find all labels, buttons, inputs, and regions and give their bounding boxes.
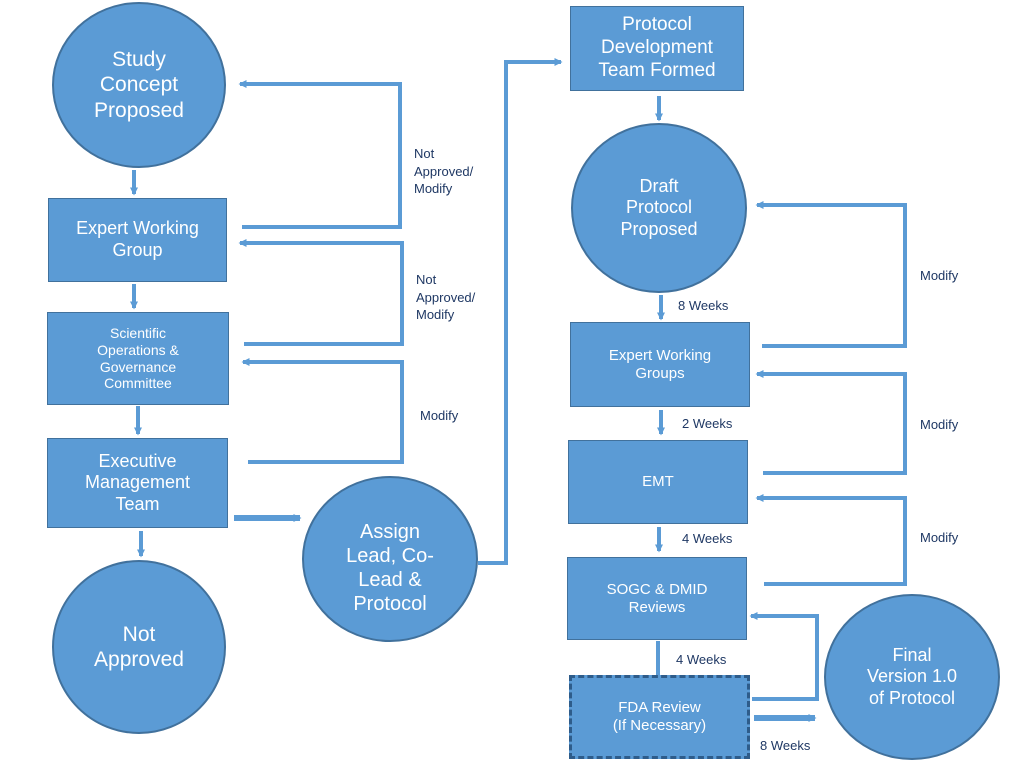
loop-ewgs-to-draft xyxy=(755,201,907,348)
protocol-development-team-node: Protocol Development Team Formed xyxy=(570,6,744,91)
loop-ewg-to-concept xyxy=(238,80,402,229)
label-not-approved-modify-2: Not Approved/ Modify xyxy=(416,272,476,323)
arrow-assign-to-protocol-team xyxy=(478,58,563,565)
loop-fda-to-sogc-dmid xyxy=(749,612,819,701)
loop-sogc-dmid-to-emt xyxy=(755,494,907,586)
expert-working-group-node: Expert Working Group xyxy=(48,198,227,282)
label-modify-left: Modify xyxy=(420,408,459,423)
executive-management-team-node: Executive Management Team xyxy=(47,438,228,528)
loop-emt-to-sogc xyxy=(241,358,404,464)
emt-node: EMT xyxy=(568,440,748,524)
sogc-dmid-node: SOGC & DMID Reviews xyxy=(567,557,747,640)
final-version-node: Final Version 1.0 of Protocol xyxy=(824,594,1000,760)
label-2-weeks: 2 Weeks xyxy=(682,416,733,431)
label-modify-r3: Modify xyxy=(920,530,959,545)
label-not-approved-modify-1: Not Approved/ Modify xyxy=(414,146,474,197)
label-modify-r1: Modify xyxy=(920,268,959,283)
label-8-weeks-draft: 8 Weeks xyxy=(678,298,729,313)
label-4-weeks-sogc: 4 Weeks xyxy=(676,652,727,667)
not-approved-node: Not Approved xyxy=(52,560,226,734)
fda-review-node: FDA Review (If Necessary) xyxy=(569,675,750,759)
label-modify-r2: Modify xyxy=(920,417,959,432)
study-concept-node: Study Concept Proposed xyxy=(52,2,226,168)
loop-sogc-to-ewg xyxy=(238,239,404,346)
loop-emt-to-ewgs xyxy=(755,370,907,475)
assign-lead-node: Assign Lead, Co- Lead & Protocol xyxy=(302,476,478,642)
expert-working-groups-node: Expert Working Groups xyxy=(570,322,750,407)
label-8-weeks-fda: 8 Weeks xyxy=(760,738,811,753)
label-4-weeks-emt: 4 Weeks xyxy=(682,531,733,546)
sogc-node: Scientific Operations & Governance Commi… xyxy=(47,312,229,405)
draft-protocol-node: Draft Protocol Proposed xyxy=(571,123,747,293)
